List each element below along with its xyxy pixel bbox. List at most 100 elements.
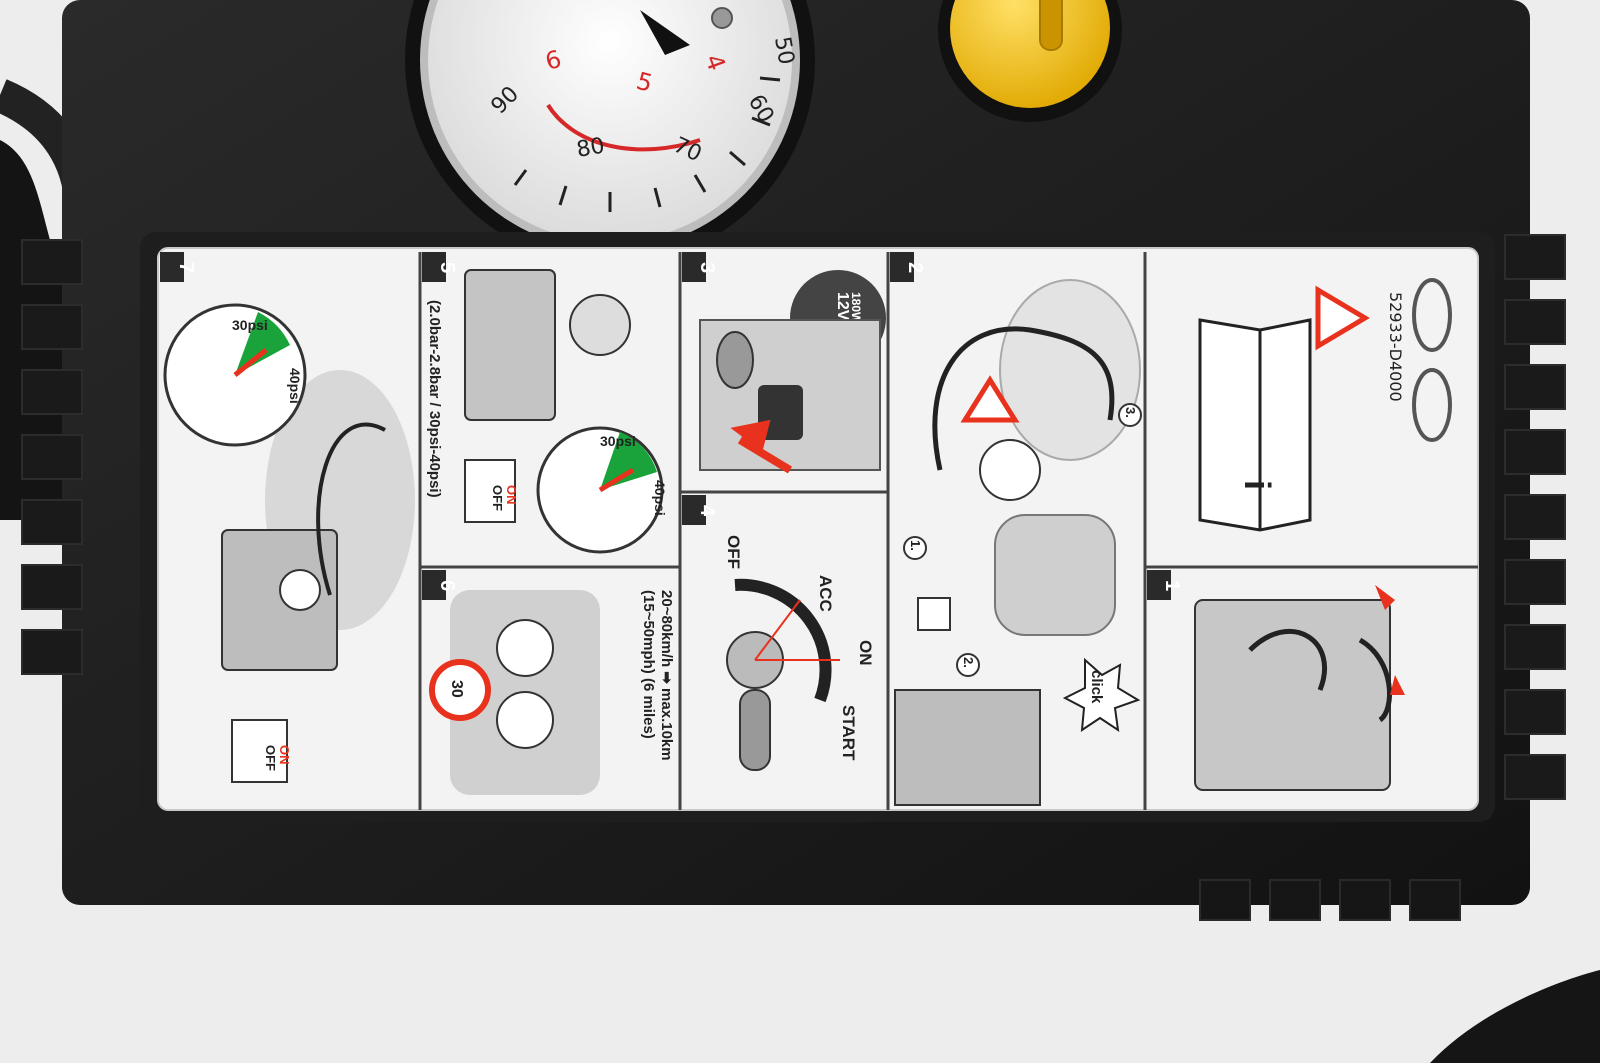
panel-7-number: 7 [175, 262, 197, 273]
panel-4-key [739, 689, 771, 771]
panel-7-switch [231, 719, 288, 783]
gauge-red-scale [546, 103, 701, 152]
panel-2-step-1: 1. [908, 540, 923, 551]
panel-5-number: 5 [436, 262, 458, 273]
deflate-valve-cap[interactable] [938, 0, 1122, 122]
panel-1-number: 1 [1161, 580, 1183, 591]
panel-4-off: OFF [724, 535, 743, 569]
panel-7-badge [160, 252, 184, 282]
panel-5-tire-valve [569, 294, 631, 356]
right-fins [1504, 234, 1566, 800]
panel-2-click-burst [1062, 657, 1141, 733]
panel-info-manual: i 52933-D4000 [1198, 278, 1452, 532]
panel-5-dial-needle [598, 467, 635, 493]
panel-3-plug [758, 385, 803, 440]
panel-5-switch [464, 459, 516, 523]
hyundai-logo [1412, 278, 1452, 352]
panel-4-acc: ACC [816, 575, 835, 612]
panel-7-compressor-gauge [279, 569, 321, 611]
panel-5-pressure-range: (2.0bar-2.8bar / 30psi-40psi) [426, 300, 443, 498]
panel-2-step-1-circle [903, 536, 927, 560]
panel-2-click: click [1088, 670, 1105, 704]
panel-3-arrow [730, 419, 793, 474]
gauge-screw [711, 7, 733, 29]
power-cord [1430, 970, 1600, 1063]
panel-1-coiled-hose [1248, 629, 1328, 691]
gauge-label-bar-5: 5 [633, 67, 655, 98]
pressure-gauge: 50 60 70 80 90 4 5 6 [405, 0, 815, 265]
panel-2-step-2: 2. [961, 657, 976, 668]
panel-3-voltage: 12V [834, 292, 851, 321]
panel-7-dial-needle [233, 348, 268, 377]
panel-6-badge [422, 570, 446, 600]
panel-4-pointer-acc [754, 599, 801, 661]
panel-3-badge [682, 252, 706, 282]
panel-2-sealant-bottle [994, 514, 1116, 636]
panel-5-dial-low: 30psi [600, 433, 636, 449]
panel-2-step-2-circle [956, 653, 980, 677]
panel-2-connect-hose: 2 1. 2. 3. click [890, 252, 1142, 806]
left-fins [21, 239, 83, 675]
panel-5-inflate: 5 (2.0bar-2.8bar / 30psi-40psi) ON OFF 3… [422, 252, 668, 554]
panel-7-switch-off: OFF [263, 745, 278, 771]
panel-7-compressor [221, 529, 338, 671]
panel-6-speed-line-1: 20~80km/h ➡ max.10km [658, 590, 675, 761]
part-number: 52933-D4000 [1386, 292, 1405, 402]
panel-6-speed-limit-value: 30 [448, 680, 465, 698]
panel-6-drive: 6 30 20~80km/h ➡ max.10km (15~50mph) (6 … [422, 570, 675, 795]
panel-1-cord [1358, 637, 1392, 723]
panel-7-dial-green-zone [235, 312, 290, 375]
panel-7-dial-high: 40psi [287, 368, 303, 404]
panel-7-dial-low: 30psi [232, 317, 268, 333]
gauge-needle [640, 10, 690, 55]
manual-warning-triangle [1315, 285, 1370, 351]
panel-5-badge [422, 252, 446, 282]
panel-7-hose [316, 422, 386, 596]
panel-1-compressor [1194, 599, 1391, 791]
panel-3-plug-in: 3 12V 180W [682, 252, 886, 474]
panel-4-badge [682, 495, 706, 525]
panel-2-step-3: 3. [1123, 407, 1138, 418]
panel-6-tachometer [496, 691, 554, 749]
panel-2-warning-triangle [960, 375, 1020, 423]
panel-2-compressor [894, 689, 1041, 806]
panel-6-speedometer [496, 619, 554, 677]
panel-4-on: ON [856, 640, 875, 666]
panel-4-rotation-arc [734, 578, 832, 703]
panel-5-dial-high: 40psi [652, 480, 668, 516]
panel-3-wattage: 180W [849, 292, 863, 324]
panel-2-number: 2 [904, 262, 926, 273]
gauge-label-80: 80 [575, 133, 607, 162]
panel-4-number: 4 [696, 505, 718, 517]
panel-1-badge [1147, 570, 1171, 600]
panel-1-arrow-up [1375, 585, 1395, 610]
panel-5-dial-green-zone [600, 432, 657, 490]
panel-6-speed-line-2: (15~50mph) (6 miles) [640, 590, 657, 739]
panel-4-start: START [839, 705, 858, 761]
panel-3-socket [716, 331, 754, 389]
panel-2-hose [932, 326, 1115, 471]
panel-2-badge [890, 252, 914, 282]
gauge-label-bar-6: 6 [542, 45, 564, 76]
panel-7-check-pressure: 7 30psi 40psi ON OFF [160, 252, 415, 783]
panel-5-compressor [464, 269, 556, 421]
manual-book-icon [1198, 318, 1312, 532]
panel-2-eye-icon [917, 597, 951, 631]
label-grid-lines [418, 252, 1478, 810]
panel-4-ignition: 4 OFF ACC ON START [682, 495, 875, 771]
panel-1-unpack: 1 [1147, 570, 1405, 791]
panel-1-arrow-right [1390, 675, 1405, 695]
panel-6-speed-limit-sign [429, 659, 491, 721]
panel-6-number: 6 [436, 580, 458, 591]
gauge-label-50: 50 [769, 35, 798, 67]
panel-2-step-3-circle [1118, 403, 1142, 427]
panel-7-switch-on: ON [277, 745, 292, 765]
panel-5-switch-off: OFF [490, 485, 505, 511]
kia-logo [1412, 368, 1452, 442]
panel-2-valve-detail [979, 439, 1041, 501]
panel-5-switch-on: ON [504, 485, 519, 505]
panel-2-tire [999, 279, 1141, 461]
info-i-glyph: i [1237, 480, 1278, 490]
panel-3-number: 3 [696, 262, 718, 273]
